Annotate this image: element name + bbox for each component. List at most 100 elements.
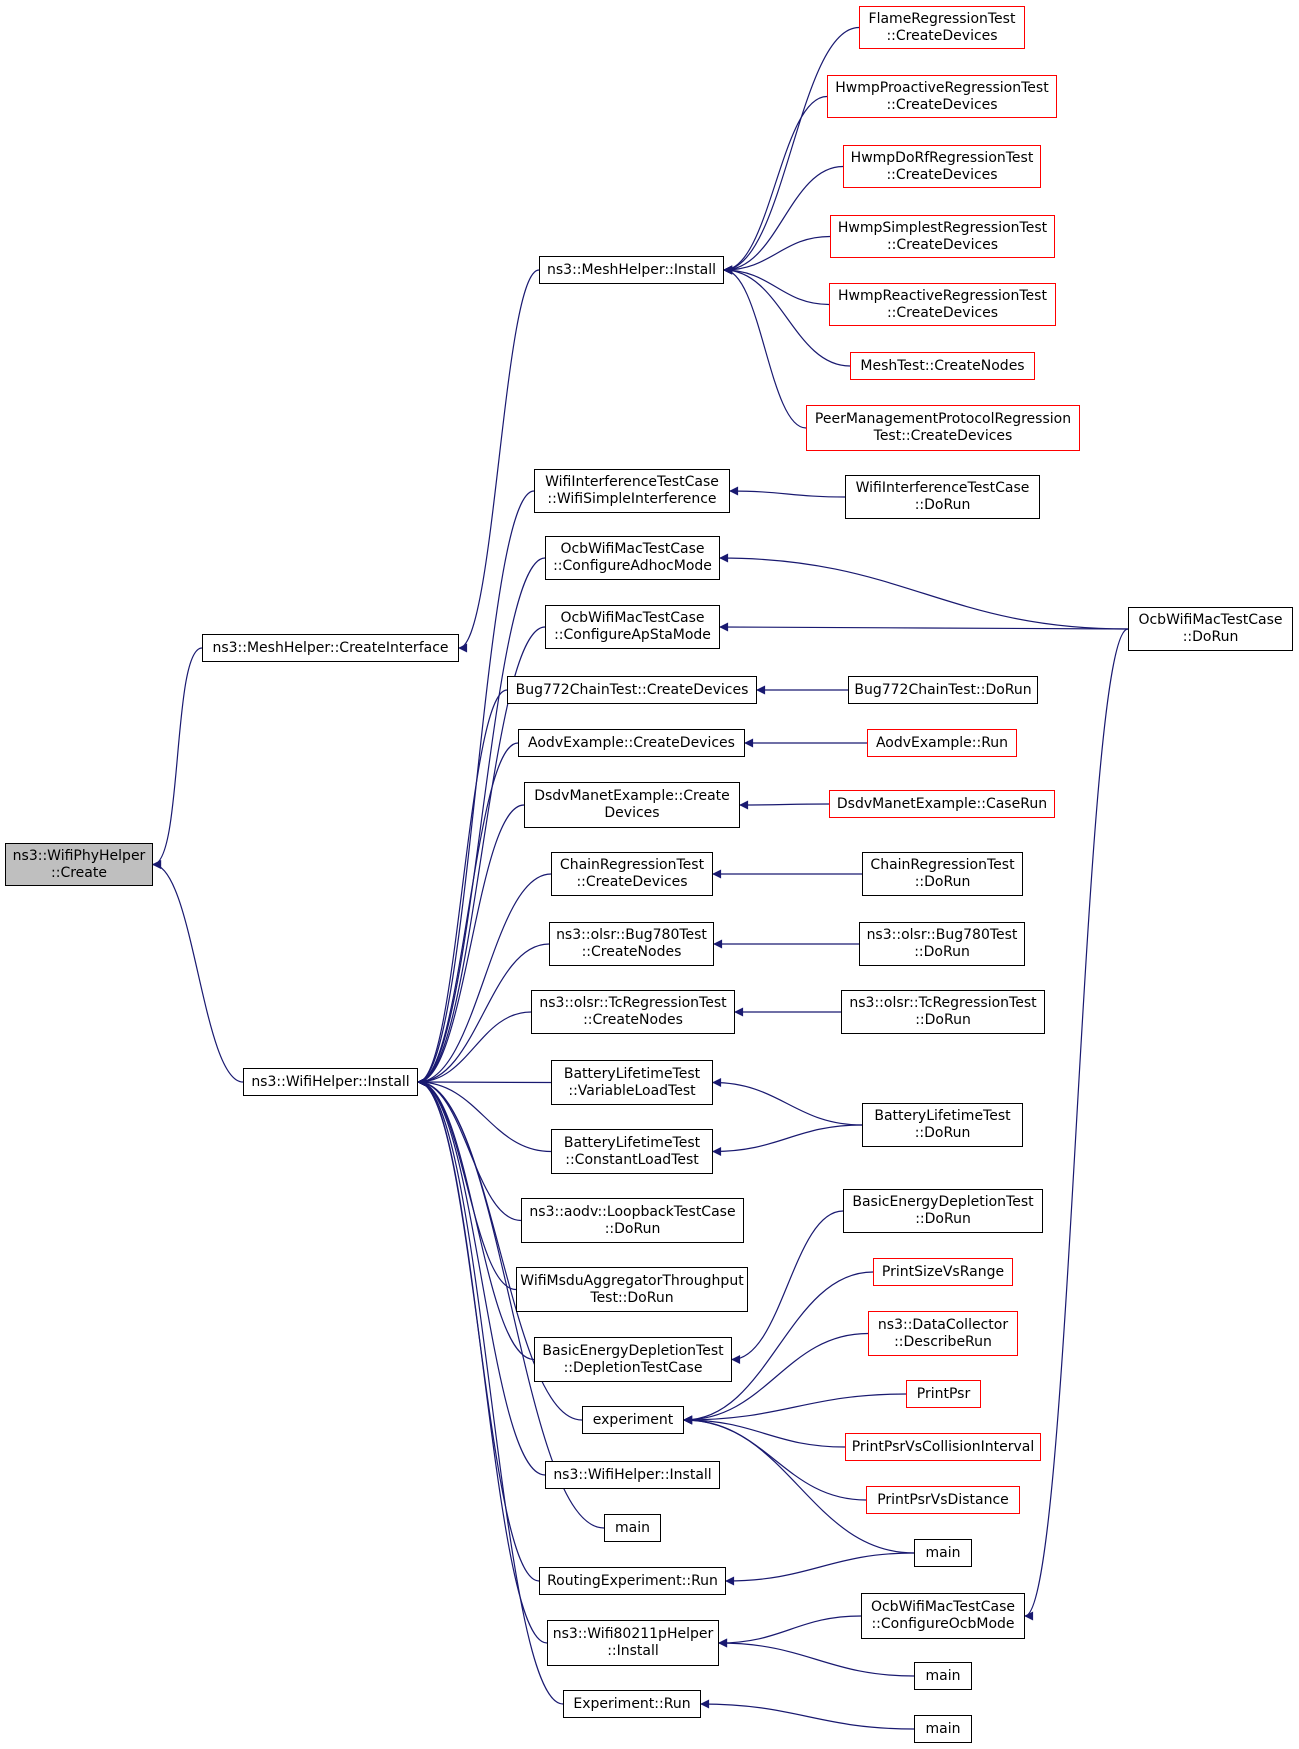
node-label-line: ::DoRun (914, 944, 970, 960)
node-dc[interactable]: ns3::DataCollector::DescribeRun (868, 1311, 1018, 1356)
call-edge (723, 265, 830, 306)
node-label-line: HwmpReactiveRegressionTest (838, 287, 1047, 304)
node-label-line: DsdvManetExample::CaseRun (836, 795, 1048, 812)
node-label-line: OcbWifiMacTestCase (870, 1599, 1016, 1615)
call-edge (683, 1332, 869, 1425)
node-wifi-install2[interactable]: ns3::WifiHelper::Install (545, 1461, 720, 1489)
node-bed-dtc[interactable]: BasicEnergyDepletionTest::DepletionTestC… (534, 1337, 732, 1382)
node-hwmp-dorf[interactable]: HwmpDoRfRegressionTest::CreateDevices (843, 145, 1041, 188)
node-ocb-adhoc[interactable]: OcbWifiMacTestCase::ConfigureAdhocMode (545, 536, 720, 580)
node-main-exp[interactable]: main (914, 1539, 972, 1567)
node-hwmp-pro[interactable]: HwmpProactiveRegressionTest::CreateDevic… (827, 75, 1057, 118)
call-edge (152, 647, 203, 869)
node-label-line: PrintPsr (916, 1385, 971, 1402)
node-ocb-dorun[interactable]: OcbWifiMacTestCase::DoRun (1128, 607, 1293, 651)
node-tc-cn[interactable]: ns3::olsr::TcRegressionTest::CreateNodes (531, 990, 735, 1034)
call-edge (739, 800, 830, 810)
node-main-mid[interactable]: main (604, 1514, 661, 1542)
node-psvr[interactable]: PrintSizeVsRange (873, 1258, 1013, 1286)
node-label-line: ::DoRun (915, 1211, 971, 1227)
node-label-line: BatteryLifetimeTest (874, 1108, 1011, 1124)
call-edge (718, 1638, 915, 1677)
node-label-line: ::ConfigureOcbMode (871, 1616, 1015, 1632)
node-mesh-install[interactable]: ns3::MeshHelper::Install (539, 256, 724, 284)
node-batt-var[interactable]: BatteryLifetimeTest::VariableLoadTest (551, 1060, 713, 1105)
node-bed-dr[interactable]: BasicEnergyDepletionTest::DoRun (843, 1189, 1043, 1233)
node-meshtest[interactable]: MeshTest::CreateNodes (850, 352, 1035, 380)
node-label-line: BasicEnergyDepletionTest (852, 1194, 1034, 1210)
node-label-line: HwmpSimplestRegressionTest (837, 219, 1048, 236)
node-label-line: Bug772ChainTest::DoRun (854, 681, 1032, 698)
call-edge (723, 95, 828, 275)
node-label-line: main (925, 1720, 961, 1737)
node-label-line: ::ConfigureApStaMode (554, 627, 711, 643)
node-w80211p[interactable]: ns3::Wifi80211pHelper::Install (547, 1620, 719, 1666)
node-label-line: Test::CreateDevices (873, 428, 1013, 444)
call-edge (417, 742, 519, 1087)
node-bug780-cn[interactable]: ns3::olsr::Bug780Test::CreateNodes (549, 922, 714, 966)
node-label-line: ns3::olsr::TcRegressionTest (849, 995, 1037, 1011)
node-label-line: ::DoRun (914, 874, 971, 890)
node-psr[interactable]: PrintPsr (906, 1380, 981, 1408)
node-label-line: ::DoRun (604, 1220, 661, 1237)
call-edge (729, 486, 846, 498)
node-mesh-ci[interactable]: ns3::MeshHelper::CreateInterface (202, 634, 459, 662)
node-bug772-cd[interactable]: Bug772ChainTest::CreateDevices (507, 676, 757, 704)
node-hwmp-reac[interactable]: HwmpReactiveRegressionTest::CreateDevice… (829, 283, 1056, 326)
node-main-80211[interactable]: main (914, 1662, 972, 1690)
node-label-line: BasicEnergyDepletionTest (542, 1342, 724, 1359)
node-wifi-install[interactable]: ns3::WifiHelper::Install (243, 1068, 418, 1096)
node-label-line: ::CreateDevices (886, 304, 999, 321)
node-label-line: OcbWifiMacTestCase (560, 610, 705, 626)
node-label-line: experiment (592, 1411, 674, 1428)
call-edge (723, 265, 807, 429)
call-edge (417, 804, 525, 1087)
node-main-last[interactable]: main (914, 1715, 972, 1743)
node-ocb-cfg[interactable]: OcbWifiMacTestCase::ConfigureOcbMode (861, 1593, 1025, 1639)
node-chain-dr[interactable]: ChainRegressionTest::DoRun (862, 852, 1023, 896)
node-psr-d[interactable]: PrintPsrVsDistance (866, 1486, 1020, 1514)
node-tc-dr[interactable]: ns3::olsr::TcRegressionTest::DoRun (841, 990, 1045, 1034)
node-label-line: ::CreateDevices (886, 166, 998, 183)
node-aodv-run[interactable]: AodvExample::Run (867, 729, 1017, 757)
call-edge (417, 689, 508, 1087)
node-flame[interactable]: FlameRegressionTest::CreateDevices (859, 6, 1025, 49)
node-label-line: HwmpDoRfRegressionTest (850, 149, 1034, 166)
node-label-line: ns3::DataCollector (877, 1316, 1009, 1333)
node-wit-simple[interactable]: WifiInterferenceTestCase::WifiSimpleInte… (534, 469, 730, 513)
node-label-line: Experiment::Run (573, 1695, 691, 1712)
node-hwmp-simp[interactable]: HwmpSimplestRegressionTest::CreateDevice… (830, 215, 1055, 258)
node-label-line: ns3::olsr::Bug780Test (556, 927, 707, 943)
call-edge (700, 1699, 915, 1730)
call-edge (683, 1415, 915, 1554)
node-experiment[interactable]: experiment (582, 1406, 684, 1434)
node-label-line: BatteryLifetimeTest (563, 1134, 701, 1151)
node-label-line: ns3::aodv::LoopbackTestCase (529, 1203, 736, 1220)
node-label-line: ::DoRun (914, 1125, 971, 1141)
node-psr-ci[interactable]: PrintPsrVsCollisionInterval (845, 1433, 1041, 1461)
call-edge (417, 1077, 564, 1705)
node-wit-dorun[interactable]: WifiInterferenceTestCase::DoRun (845, 475, 1040, 519)
node-routing[interactable]: RoutingExperiment::Run (539, 1567, 726, 1595)
node-exp-run[interactable]: Experiment::Run (563, 1690, 701, 1718)
node-bug772-dr[interactable]: Bug772ChainTest::DoRun (848, 676, 1038, 704)
node-batt-dr[interactable]: BatteryLifetimeTest::DoRun (862, 1103, 1023, 1147)
node-aodv-cd[interactable]: AodvExample::CreateDevices (518, 729, 745, 757)
node-aodv-loop[interactable]: ns3::aodv::LoopbackTestCase::DoRun (521, 1198, 744, 1243)
node-label-line: PrintPsrVsCollisionInterval (851, 1438, 1035, 1455)
node-ocb-apsta[interactable]: OcbWifiMacTestCase::ConfigureApStaMode (545, 605, 720, 649)
node-label-line: OcbWifiMacTestCase (1138, 612, 1283, 628)
node-label-line: WifiInterferenceTestCase (545, 474, 719, 490)
node-bug780-dr[interactable]: ns3::olsr::Bug780Test::DoRun (859, 922, 1025, 966)
node-chain-cd[interactable]: ChainRegressionTest::CreateDevices (551, 852, 713, 896)
node-label-line: ::DoRun (914, 497, 971, 513)
node-label-line: MeshTest::CreateNodes (860, 357, 1025, 374)
node-label-line: Bug772ChainTest::CreateDevices (515, 681, 749, 698)
node-dsdv-cr[interactable]: DsdvManetExample::CaseRun (829, 790, 1055, 818)
node-batt-const[interactable]: BatteryLifetimeTest::ConstantLoadTest (551, 1129, 713, 1174)
call-edge (683, 1415, 846, 1448)
node-label-line: BatteryLifetimeTest (563, 1065, 701, 1082)
